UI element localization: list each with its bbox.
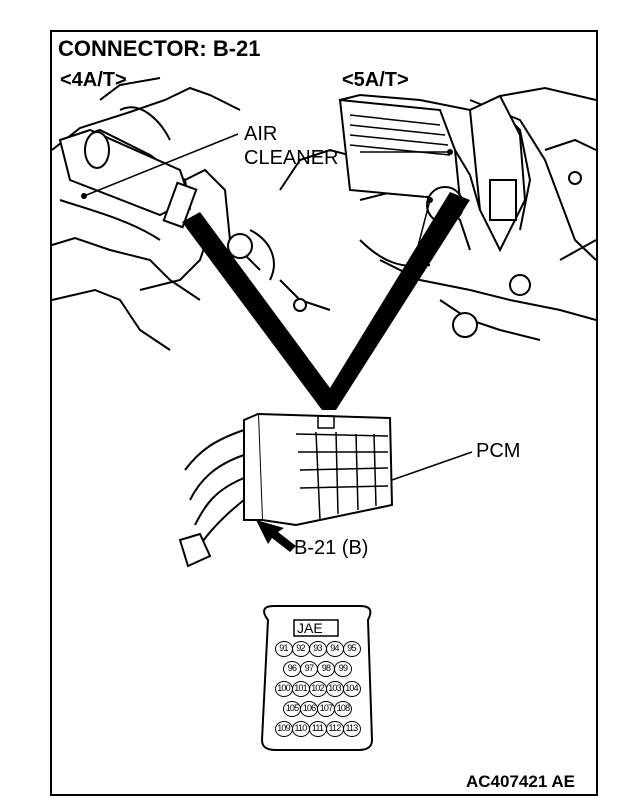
connector-pin: 95 [342,641,361,657]
connector-pin: 91 [274,641,293,657]
connector-pin: 113 [342,721,361,737]
connector-b21-label: B-21 (B) [294,537,369,559]
connector-pin: 100 [274,681,293,697]
figure-frame [50,30,598,796]
connector-pin: 111 [308,721,327,737]
connector-pin: 106 [300,701,318,717]
pcm-label: PCM [476,440,521,462]
variant-5at-label: <5A/T> [342,69,409,91]
connector-pin: 110 [291,721,310,737]
air-cleaner-label-line2: CLEANER [244,147,339,169]
connector-pin: 97 [300,661,318,677]
connector-pin: 101 [291,681,310,697]
connector-pin: 104 [342,681,361,697]
connector-pin: 96 [283,661,301,677]
figure-code: AC407421 AE [466,772,575,791]
connector-pin: 103 [325,681,344,697]
connector-pin: 98 [317,661,335,677]
connector-pin: 93 [308,641,327,657]
connector-pin: 102 [308,681,327,697]
connector-pin: 99 [334,661,352,677]
air-cleaner-label-line1: AIR [244,123,278,145]
connector-pin: 108 [334,701,352,717]
connector-pin: 94 [325,641,344,657]
connector-pin: 107 [317,701,335,717]
connector-maker-label: JAE [297,620,323,636]
connector-pin: 112 [325,721,344,737]
connector-pin: 109 [274,721,293,737]
variant-4at-label: <4A/T> [60,69,127,91]
connector-title: CONNECTOR: B-21 [58,36,261,61]
connector-pin: 92 [291,641,310,657]
connector-pin: 105 [283,701,301,717]
